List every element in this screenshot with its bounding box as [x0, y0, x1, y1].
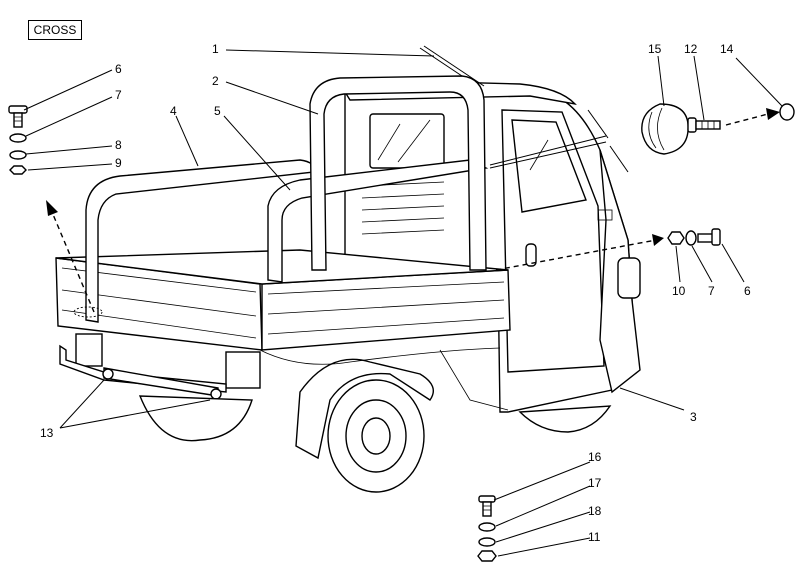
callout-2: 2: [212, 74, 219, 88]
callout-4: 4: [170, 104, 177, 118]
callout-6-right: 6: [744, 284, 751, 298]
callout-7-right: 7: [708, 284, 715, 298]
assembly-arrows: [46, 108, 780, 318]
callout-14: 14: [720, 42, 734, 56]
leader-lines: [23, 49, 783, 557]
model-name-box: CROSS: [28, 20, 82, 40]
callout-9: 9: [115, 156, 122, 170]
ring-part-14: [779, 103, 795, 121]
callout-17: 17: [588, 476, 602, 490]
callout-7-left: 7: [115, 88, 122, 102]
lamp-location-indicator: [489, 109, 629, 173]
callout-10: 10: [672, 284, 686, 298]
bolt-part-6-right: [697, 228, 721, 246]
washer-part-7-left: [9, 133, 27, 143]
washer-part-18: [478, 537, 496, 547]
washer-part-8: [9, 150, 27, 160]
callout-1: 1: [212, 42, 219, 56]
lamp-part-15: [641, 103, 689, 155]
nut-part-9: [9, 165, 27, 175]
callout-6-left: 6: [115, 62, 122, 76]
bolt-part-6-left: [8, 105, 28, 128]
callout-12: 12: [684, 42, 698, 56]
callout-13: 13: [40, 426, 54, 440]
nut-part-11: [477, 550, 497, 562]
bolt-part-16: [478, 495, 496, 517]
callout-3: 3: [690, 410, 697, 424]
callout-11: 11: [588, 530, 601, 544]
screw-part-12: [687, 117, 721, 133]
washer-part-17: [478, 522, 496, 532]
vehicle-illustration: [55, 45, 641, 493]
callout-16: 16: [588, 450, 602, 464]
callout-8: 8: [115, 138, 122, 152]
callout-15: 15: [648, 42, 662, 56]
washer-part-7-right: [685, 230, 697, 246]
callout-18: 18: [588, 504, 602, 518]
nut-part-10: [667, 231, 685, 245]
callout-5: 5: [214, 104, 221, 118]
